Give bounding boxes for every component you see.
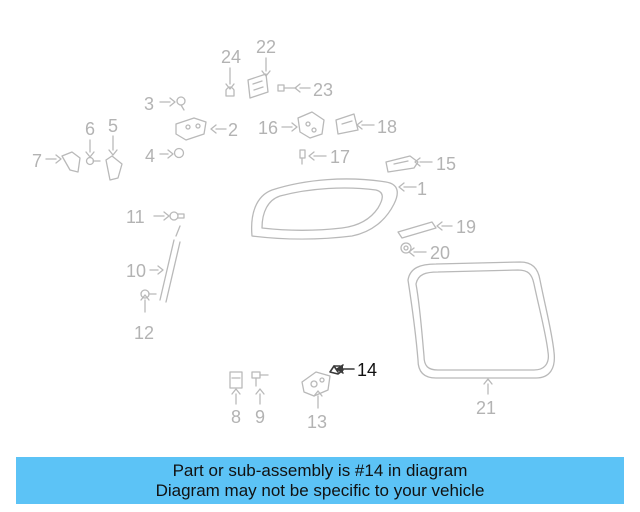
part-7-bracket[interactable]: [45, 151, 81, 173]
callout-13: 13: [307, 412, 327, 432]
part-10-lift-support[interactable]: [149, 225, 181, 303]
part-1-back-window[interactable]: [250, 178, 417, 240]
part-9-screw[interactable]: [251, 371, 269, 405]
callout-18: 18: [377, 117, 397, 137]
callout-5: 5: [108, 116, 118, 136]
callout-20: 20: [430, 243, 450, 263]
callout-19: 19: [456, 217, 476, 237]
part-13-latch[interactable]: [301, 371, 331, 409]
callout-22: 22: [256, 37, 276, 57]
callout-15: 15: [436, 154, 456, 174]
part-15-handle[interactable]: [385, 155, 433, 173]
parts-diagram: 24 22 23 3 2 6 5 4 7 16 18 17 15 1 11 19…: [32, 37, 556, 432]
banner-line-2: Diagram may not be specific to your vehi…: [155, 481, 485, 500]
part-14-highlighted[interactable]: [329, 364, 355, 375]
part-3-bolt[interactable]: [159, 96, 186, 111]
part-2-hinge[interactable]: [175, 117, 227, 141]
callout-6: 6: [85, 119, 95, 139]
callout-11: 11: [126, 207, 145, 227]
part-12-bolt[interactable]: [140, 289, 157, 313]
callout-2: 2: [228, 120, 238, 140]
callout-14-highlighted: 14: [357, 360, 377, 380]
callout-10: 10: [126, 261, 146, 281]
callout-17: 17: [330, 147, 350, 167]
part-21-weatherstrip[interactable]: [407, 261, 556, 395]
banner-line-1: Part or sub-assembly is #14 in diagram: [172, 461, 468, 480]
part-22-bracket[interactable]: [247, 57, 271, 99]
callout-23: 23: [313, 80, 333, 100]
part-24-clip[interactable]: [225, 67, 235, 97]
part-23-bolt[interactable]: [277, 83, 311, 93]
callout-4: 4: [145, 146, 155, 166]
part-18-bracket[interactable]: [335, 113, 375, 135]
part-5-bracket[interactable]: [105, 135, 123, 181]
part-8-bumper[interactable]: [229, 371, 243, 405]
part-20-nut[interactable]: [400, 242, 427, 257]
callout-3: 3: [144, 94, 154, 114]
part-4-nut[interactable]: [159, 147, 185, 159]
callout-12: 12: [134, 323, 154, 343]
callout-9: 9: [255, 407, 265, 427]
callout-16: 16: [258, 118, 278, 138]
callout-7: 7: [32, 151, 42, 171]
part-16-hinge[interactable]: [281, 111, 325, 139]
info-banner: Part or sub-assembly is #14 in diagram D…: [16, 457, 624, 504]
callout-8: 8: [231, 407, 241, 427]
callout-24: 24: [221, 47, 241, 67]
part-6-screw[interactable]: [85, 139, 101, 166]
part-11-bolt[interactable]: [153, 211, 185, 221]
part-17-bolt[interactable]: [299, 149, 327, 165]
callout-1: 1: [417, 179, 427, 199]
callout-21: 21: [476, 398, 496, 418]
part-19-strip[interactable]: [397, 221, 453, 239]
